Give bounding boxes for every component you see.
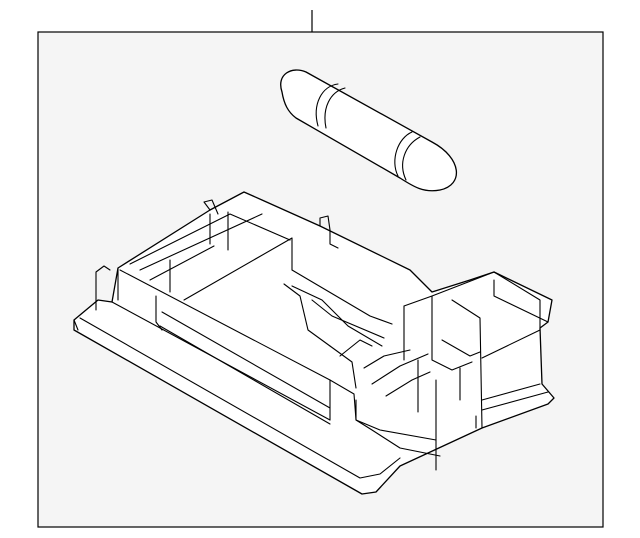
lamp-housing-icon[interactable] <box>73 191 555 495</box>
festoon-bulb-icon[interactable] <box>280 69 457 192</box>
